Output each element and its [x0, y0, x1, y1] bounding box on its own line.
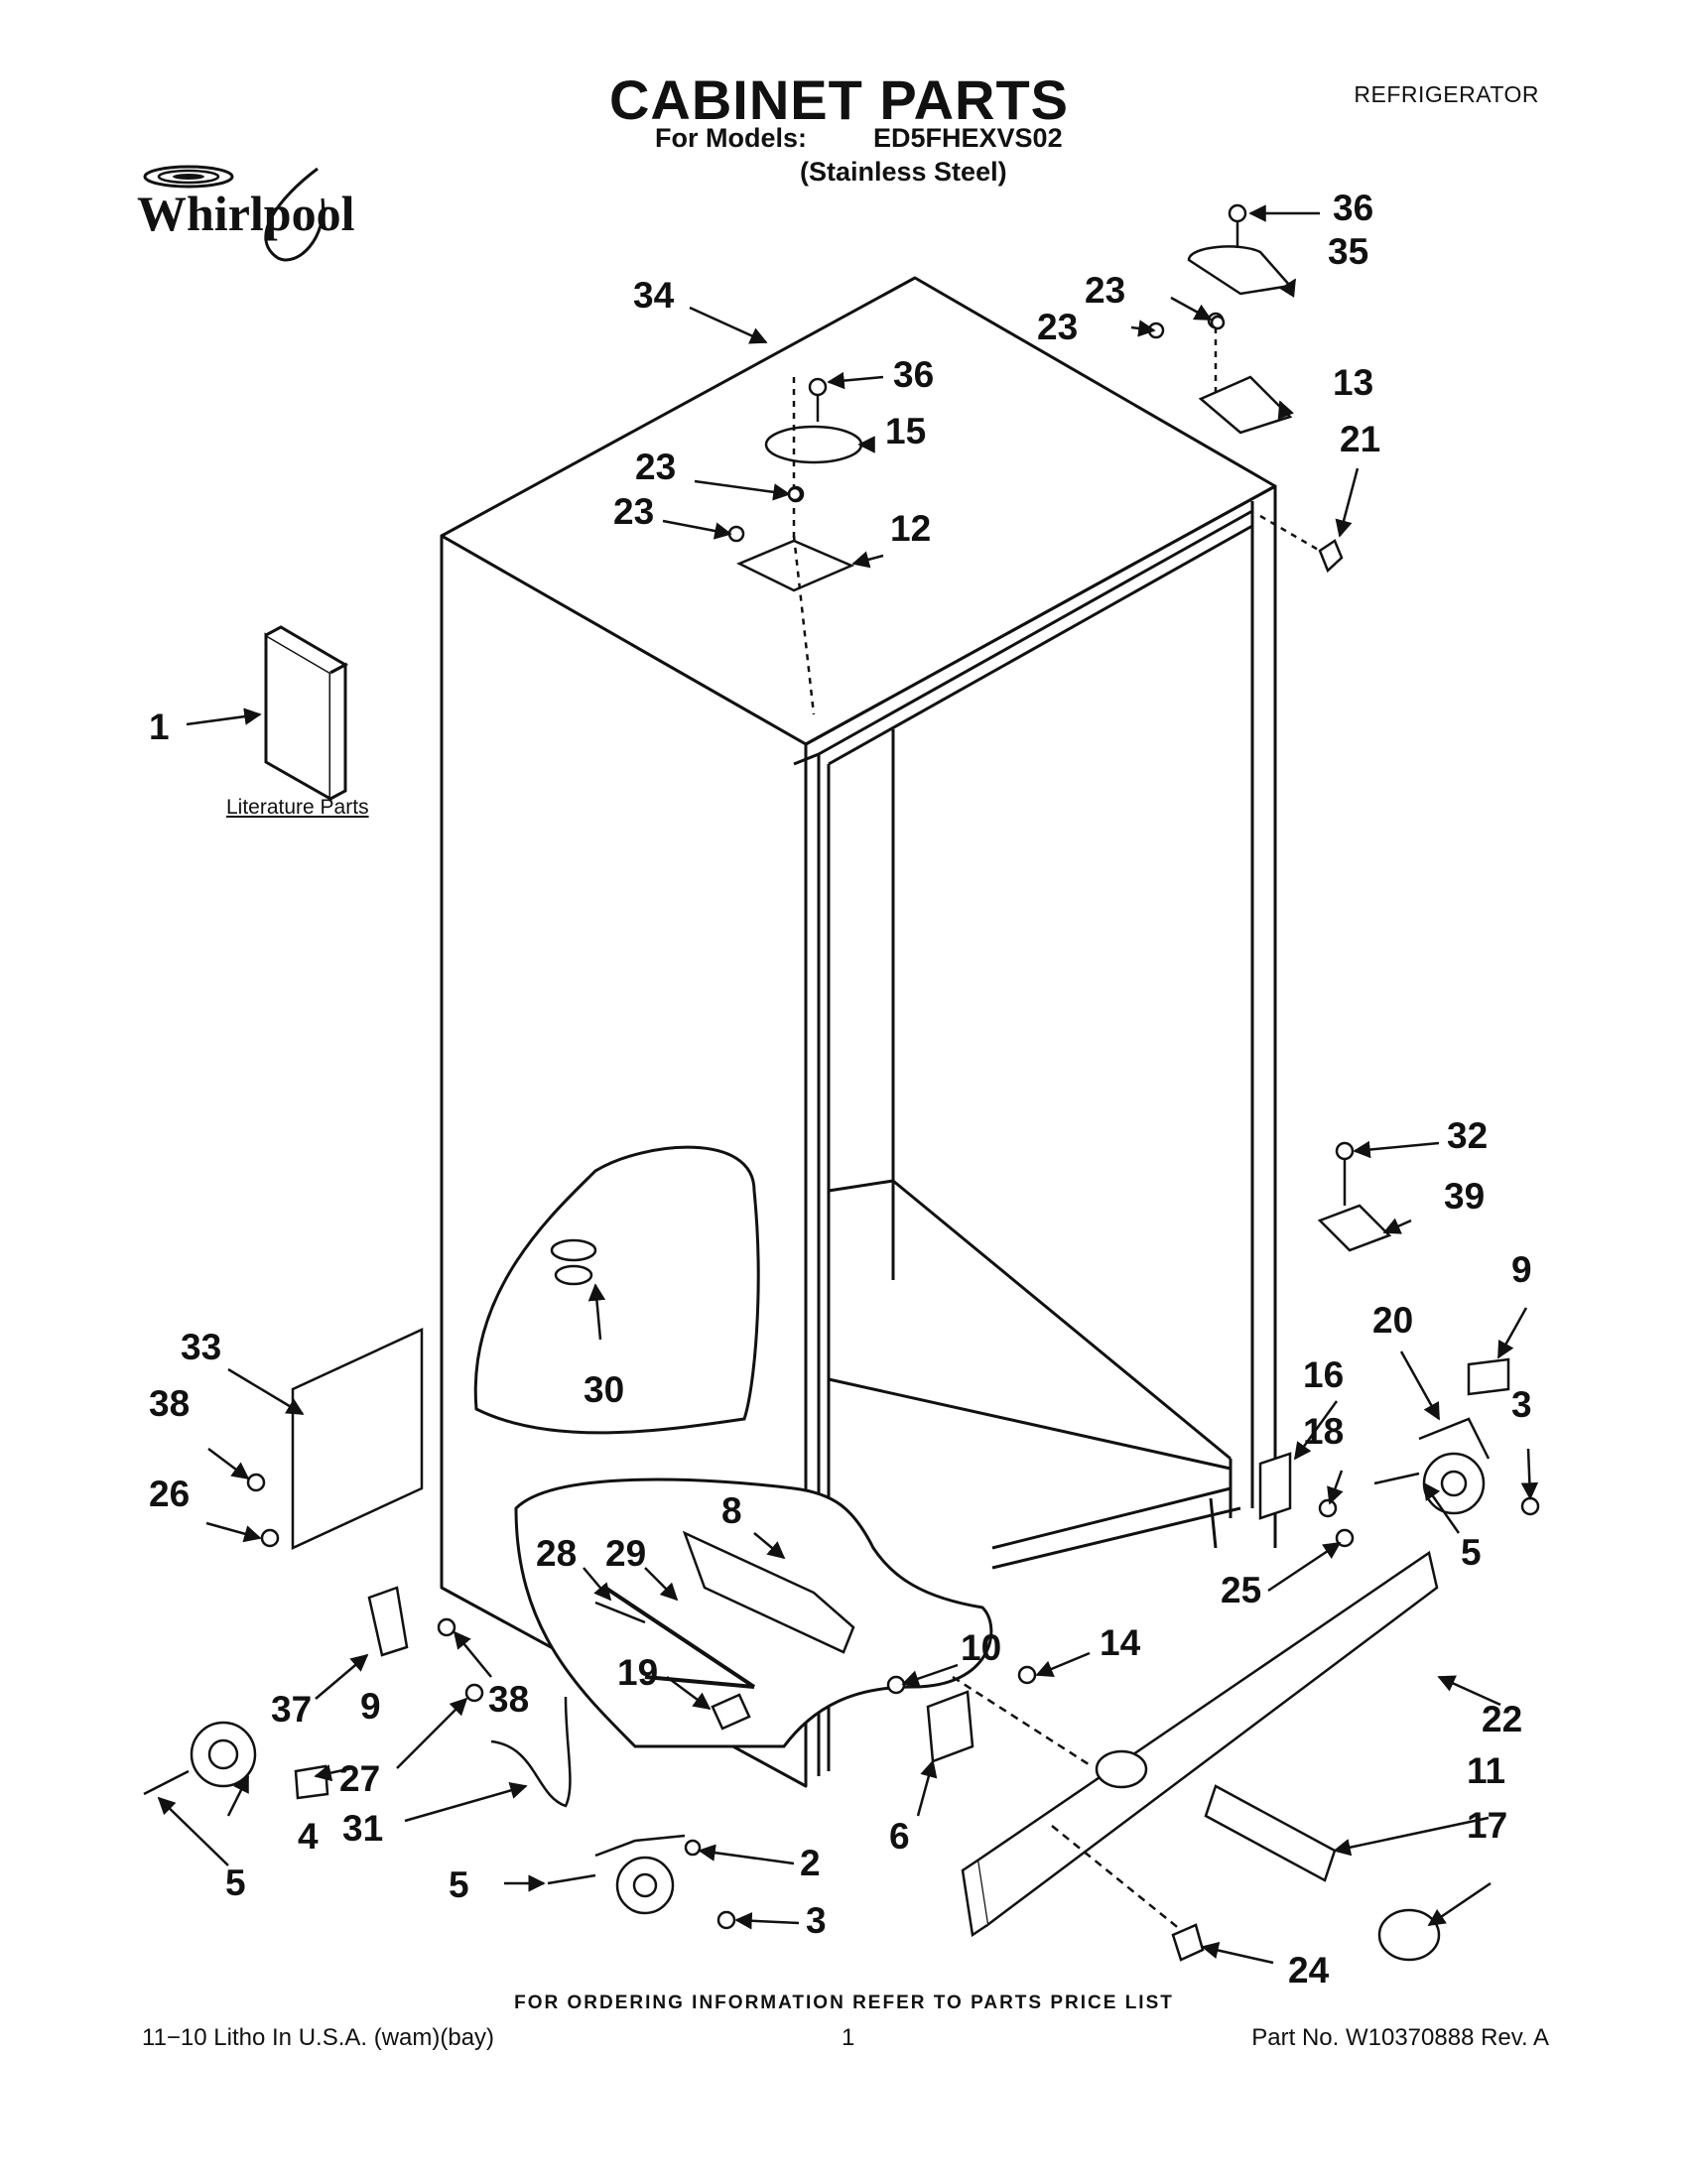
callout-28: 28: [536, 1533, 577, 1574]
callout-3-bottom: 3: [806, 1900, 827, 1941]
whirlpool-logo: Whirlpool: [129, 159, 387, 268]
callout-22: 22: [1482, 1699, 1522, 1739]
callout-21: 21: [1340, 419, 1380, 459]
callout-9-left: 9: [360, 1686, 381, 1727]
callout-38-left: 38: [149, 1383, 190, 1424]
page-title: CABINET PARTS: [608, 68, 1070, 131]
callout-numbers: 1 34 36 35 23 23 13 21 36 15 23 23 12 32…: [149, 188, 1532, 1991]
callout-17: 17: [1467, 1805, 1507, 1846]
product-category: REFRIGERATOR: [1354, 81, 1539, 107]
callout-23-top-left-upper: 23: [635, 447, 676, 487]
callout-30: 30: [584, 1369, 624, 1410]
part-graphics: [143, 203, 1540, 1962]
callout-5-bottom: 5: [449, 1864, 469, 1905]
model-number: ED5FHEXVS02: [873, 123, 1063, 153]
callout-6: 6: [889, 1816, 910, 1857]
callout-36-left: 36: [893, 354, 934, 395]
model-finish: (Stainless Steel): [800, 157, 1007, 187]
callout-10: 10: [961, 1627, 1001, 1668]
callout-5-right: 5: [1461, 1532, 1482, 1573]
callout-8: 8: [721, 1490, 742, 1531]
callout-25: 25: [1221, 1570, 1261, 1610]
callout-35: 35: [1328, 231, 1368, 272]
callout-33: 33: [181, 1327, 221, 1367]
callout-19: 19: [617, 1652, 658, 1693]
callout-32: 32: [1447, 1115, 1488, 1156]
callout-37: 37: [271, 1689, 312, 1730]
callout-20: 20: [1372, 1300, 1413, 1341]
callout-5-left: 5: [225, 1863, 246, 1903]
callout-3-right: 3: [1511, 1384, 1532, 1425]
callout-9-right: 9: [1511, 1249, 1532, 1290]
litho-info: 11−10 Litho In U.S.A. (wam)(bay): [142, 2024, 495, 2051]
callout-11: 11: [1467, 1750, 1505, 1791]
leader-lines: [157, 204, 1539, 1965]
callout-29: 29: [605, 1533, 646, 1574]
literature-parts-label: Literature Parts: [226, 796, 369, 819]
callout-23-top-right-lower: 23: [1037, 307, 1078, 347]
callout-18: 18: [1303, 1411, 1344, 1452]
callout-23-top-right-upper: 23: [1085, 270, 1125, 311]
ordering-note: FOR ORDERING INFORMATION REFER TO PARTS …: [514, 1992, 1174, 2013]
callout-27: 27: [339, 1758, 380, 1799]
callout-1: 1: [149, 707, 170, 747]
callout-13: 13: [1333, 362, 1373, 403]
callout-2: 2: [800, 1843, 821, 1883]
models-label: For Models:: [655, 123, 807, 153]
callout-34: 34: [633, 275, 675, 316]
callout-38-right: 38: [488, 1679, 529, 1720]
callout-12: 12: [890, 508, 931, 549]
callout-39: 39: [1444, 1176, 1485, 1217]
logo-wordmark: Whirlpool: [137, 186, 355, 241]
callout-31: 31: [342, 1808, 383, 1849]
callout-15: 15: [885, 411, 926, 451]
cutaway-views: [473, 1145, 993, 1748]
callout-4: 4: [298, 1816, 319, 1857]
callout-16: 16: [1303, 1354, 1344, 1395]
callout-23-top-left-lower: 23: [613, 491, 654, 532]
callout-36-right: 36: [1333, 188, 1373, 228]
whirlpool-logo-graphic: Whirlpool: [137, 165, 355, 262]
callout-24: 24: [1288, 1950, 1330, 1991]
page-number: 1: [842, 2024, 855, 2051]
callout-26: 26: [149, 1474, 190, 1514]
part-number: Part No. W10370888 Rev. A: [1251, 2024, 1549, 2051]
callout-14: 14: [1100, 1622, 1141, 1663]
literature-book-part: [264, 625, 349, 802]
